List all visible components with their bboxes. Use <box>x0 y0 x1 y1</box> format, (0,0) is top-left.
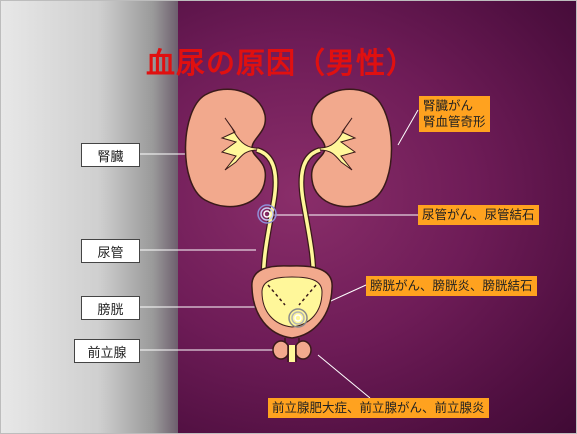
slide: 血尿の原因（男性） <box>0 0 577 434</box>
slide-frame <box>0 0 577 434</box>
